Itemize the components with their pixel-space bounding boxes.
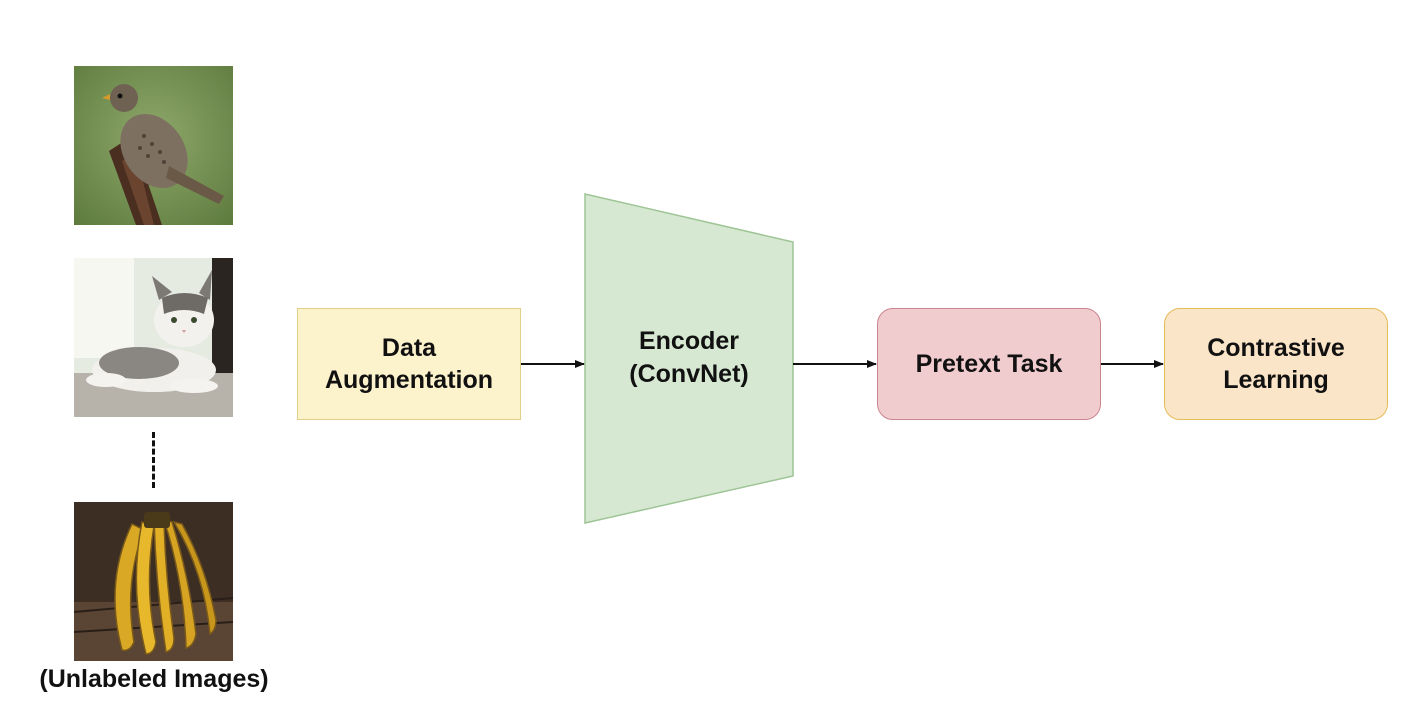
bird-image bbox=[74, 66, 233, 225]
pretext-task-label: Pretext Task bbox=[915, 350, 1063, 378]
more-images-ellipsis bbox=[152, 432, 155, 488]
data-augmentation-label: Data Augmentation bbox=[324, 334, 494, 394]
cat-image bbox=[74, 258, 233, 417]
contrastive-learning-box: Contrastive Learning bbox=[1164, 308, 1388, 420]
banana-image bbox=[74, 502, 233, 661]
data-augmentation-box: Data Augmentation bbox=[297, 308, 521, 420]
encoder-label: Encoder (ConvNet) bbox=[629, 327, 749, 388]
pretext-task-box: Pretext Task bbox=[877, 308, 1101, 420]
contrastive-learning-label: Contrastive Learning bbox=[1207, 334, 1345, 394]
unlabeled-images-caption: (Unlabeled Images) bbox=[39, 665, 269, 693]
